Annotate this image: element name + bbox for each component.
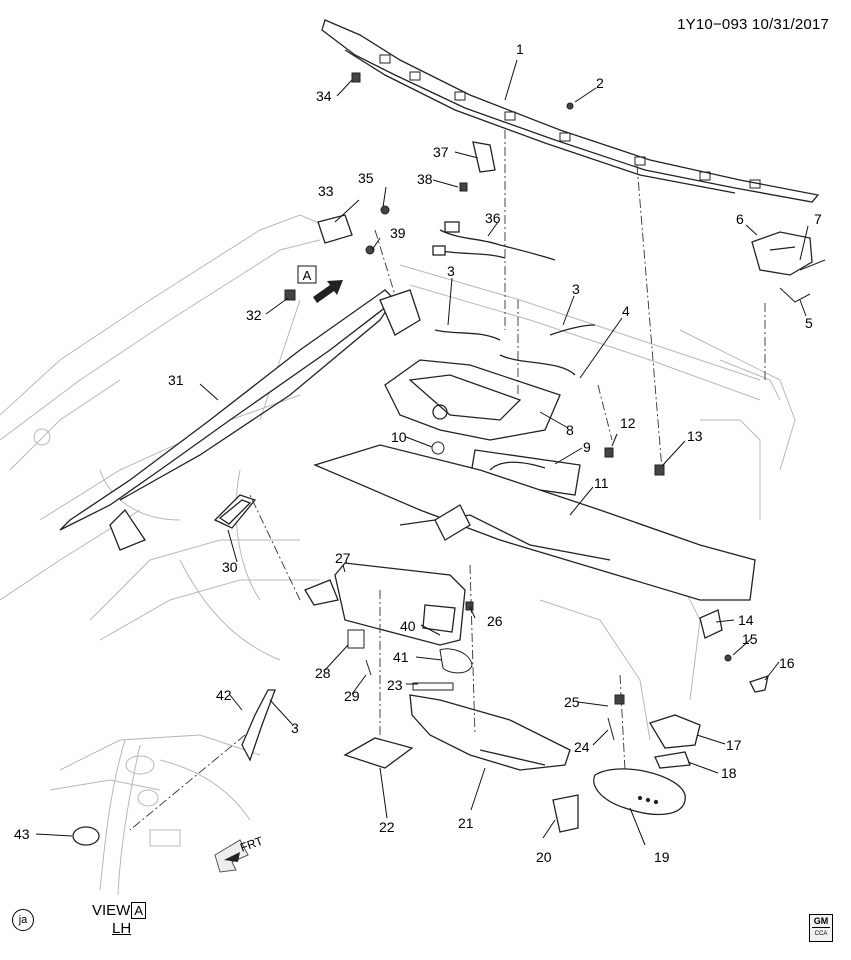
view-a-arrow: A bbox=[297, 265, 343, 303]
brand-logo-bottom: CCA bbox=[812, 927, 830, 940]
callout-15: 15 bbox=[742, 631, 758, 647]
alignment-lines bbox=[129, 130, 766, 831]
callout-23: 23 bbox=[387, 677, 403, 693]
view-a-background bbox=[49, 734, 261, 896]
part-31-pillar-trim bbox=[59, 289, 421, 551]
small-fasteners bbox=[284, 72, 826, 741]
callout-3a: 3 bbox=[447, 263, 455, 279]
brand-logo: GM CCA bbox=[809, 914, 833, 942]
callout-27: 27 bbox=[335, 550, 351, 566]
part-27-sunvisor bbox=[304, 562, 466, 646]
callout-5: 5 bbox=[805, 315, 813, 331]
part-33-bracket bbox=[317, 214, 353, 244]
callout-12: 12 bbox=[620, 415, 636, 431]
view-label-prefix: VIEW bbox=[92, 902, 131, 919]
callout-13: 13 bbox=[687, 428, 703, 444]
part-30-grille bbox=[213, 494, 257, 529]
forward-arrow-icon: FRT bbox=[214, 834, 265, 873]
callout-31: 31 bbox=[168, 372, 184, 388]
callout-9: 9 bbox=[583, 439, 591, 455]
forward-label: FRT bbox=[238, 834, 265, 855]
callout-3b: 3 bbox=[572, 281, 580, 297]
part-20-mirror-cover bbox=[552, 794, 579, 833]
part-17-bracket bbox=[649, 714, 701, 749]
view-a-marker-label: A bbox=[303, 268, 312, 283]
document-id: 1Y10−093 bbox=[677, 16, 748, 33]
brand-logo-top: GM bbox=[813, 916, 829, 926]
part-8-overhead-bracket bbox=[384, 359, 561, 441]
callout-8: 8 bbox=[566, 422, 574, 438]
part-18-pad bbox=[654, 751, 691, 769]
callout-14: 14 bbox=[738, 612, 754, 628]
callout-3c: 3 bbox=[291, 720, 299, 736]
document-date: 10/31/2017 bbox=[751, 16, 829, 33]
callout-11: 11 bbox=[594, 475, 609, 491]
callout-25: 25 bbox=[564, 694, 580, 710]
callout-19: 19 bbox=[654, 849, 670, 865]
view-label-side: LH bbox=[112, 920, 132, 937]
callout-16: 16 bbox=[779, 655, 795, 671]
part-3-harness bbox=[434, 324, 596, 376]
vehicle-body-outline bbox=[0, 214, 796, 741]
callout-10: 10 bbox=[391, 429, 407, 445]
callout-numbers: 1 2 3 3 3 4 5 6 7 8 9 10 11 12 13 14 15 … bbox=[14, 41, 822, 865]
callout-32: 32 bbox=[246, 307, 262, 323]
callout-7: 7 bbox=[814, 211, 822, 227]
callout-39: 39 bbox=[390, 225, 406, 241]
callout-38: 38 bbox=[417, 171, 433, 187]
leader-lines bbox=[35, 59, 809, 846]
callout-24: 24 bbox=[574, 739, 590, 755]
callout-33: 33 bbox=[318, 183, 334, 199]
part-19-mirror bbox=[593, 768, 686, 816]
part-21-console-housing bbox=[409, 694, 571, 771]
callout-18: 18 bbox=[721, 765, 737, 781]
part-22-label bbox=[343, 737, 414, 769]
part-16-clip bbox=[749, 675, 769, 693]
part-14-clip bbox=[699, 609, 723, 639]
callout-29: 29 bbox=[344, 688, 360, 704]
part-6-bracket bbox=[751, 231, 813, 276]
callout-22: 22 bbox=[379, 819, 395, 835]
part-36-harness bbox=[432, 221, 556, 261]
callout-36: 36 bbox=[485, 210, 501, 226]
part-43-clip bbox=[72, 826, 100, 846]
callout-35: 35 bbox=[358, 170, 374, 186]
corner-badge: ja bbox=[12, 909, 34, 931]
callout-37: 37 bbox=[433, 144, 449, 160]
callout-1: 1 bbox=[516, 41, 524, 57]
callout-17: 17 bbox=[726, 737, 742, 753]
view-label-letter: A bbox=[131, 902, 147, 919]
callout-28: 28 bbox=[315, 665, 331, 681]
callout-40: 40 bbox=[400, 618, 416, 634]
callout-6: 6 bbox=[736, 211, 744, 227]
part-42-connector bbox=[241, 689, 276, 762]
callout-26: 26 bbox=[487, 613, 503, 629]
callout-21: 21 bbox=[458, 815, 474, 831]
part-37-cover bbox=[472, 141, 496, 173]
part-1-roof-rail-reinforcement bbox=[321, 19, 820, 203]
callout-43: 43 bbox=[14, 826, 30, 842]
callout-41: 41 bbox=[393, 649, 409, 665]
callout-2: 2 bbox=[596, 75, 604, 91]
callout-20: 20 bbox=[536, 849, 552, 865]
callout-34: 34 bbox=[316, 88, 332, 104]
callout-42: 42 bbox=[216, 687, 232, 703]
callout-4: 4 bbox=[622, 303, 630, 319]
document-header: 1Y10−093 10/31/2017 bbox=[677, 16, 829, 33]
callout-30: 30 bbox=[222, 559, 238, 575]
part-11-headliner bbox=[313, 444, 756, 601]
